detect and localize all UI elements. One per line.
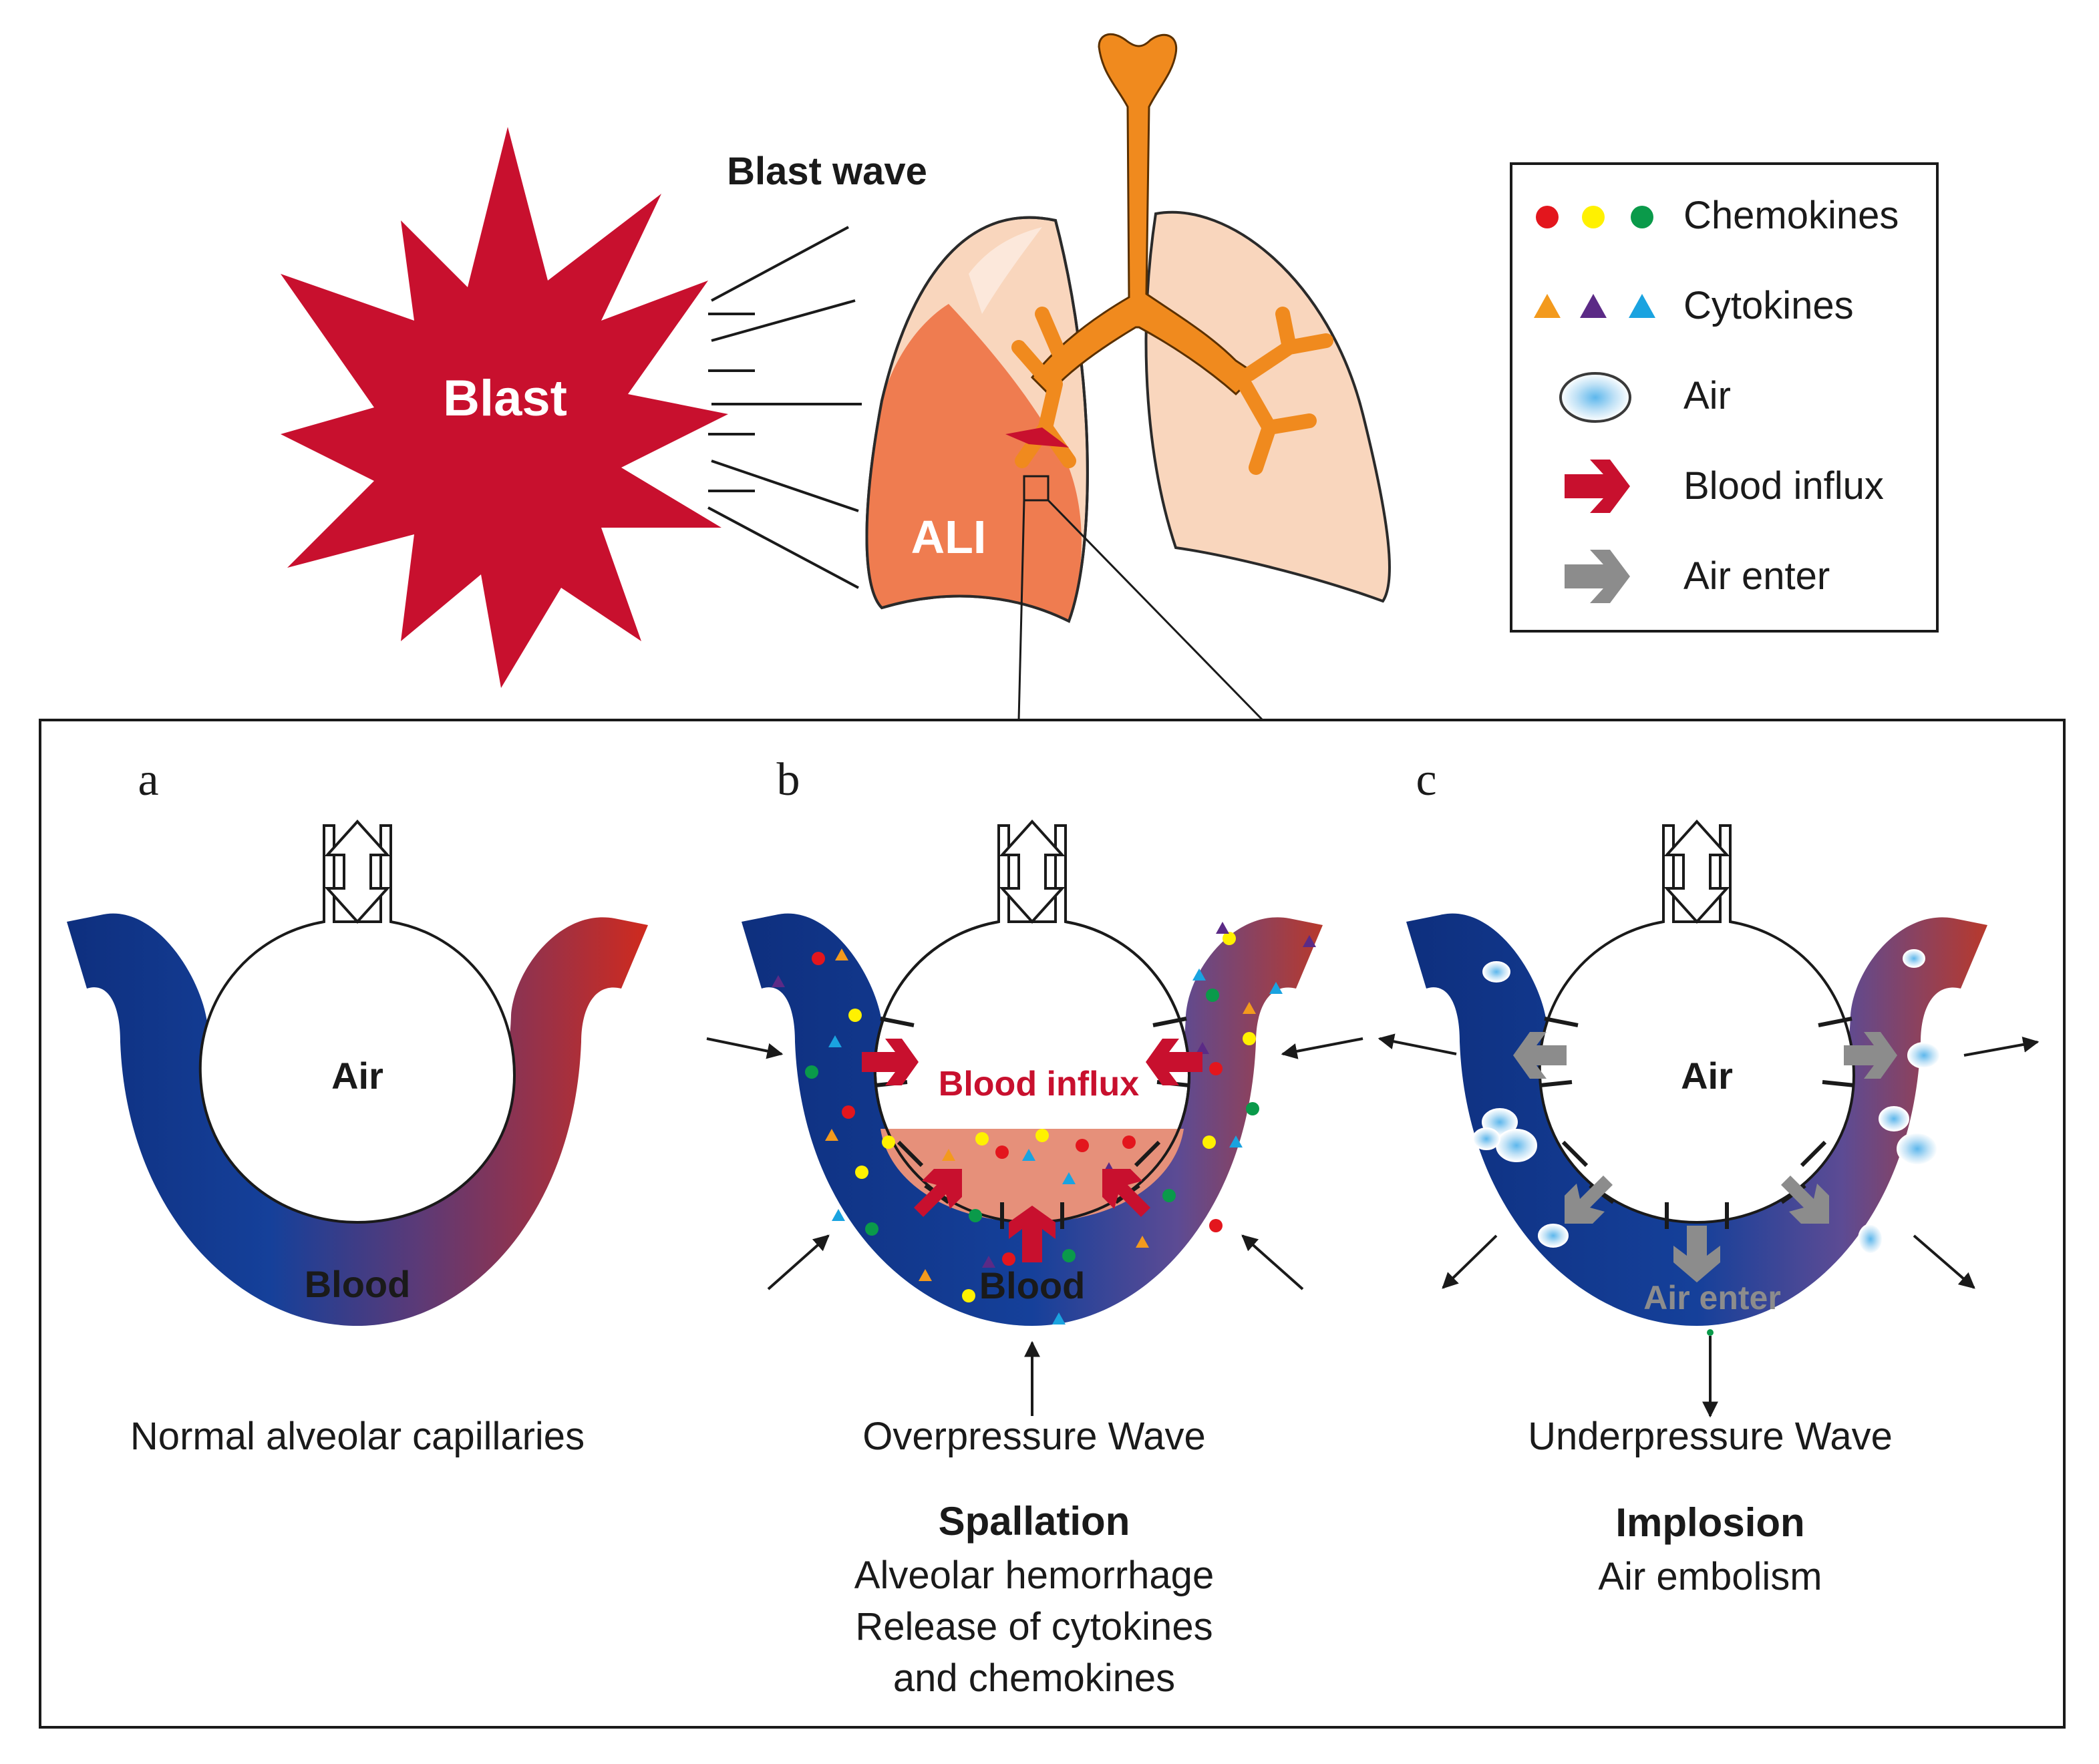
panel-b-blood-influx-label: Blood influx [939,1065,1139,1103]
legend-air-enter-label: Air enter [1683,554,1830,598]
underpressure-arrows [1378,1033,2040,1418]
panel-b-desc-line: and chemokines [893,1656,1175,1700]
panel-c-caption: Underpressure Wave [1528,1415,1893,1458]
trachea [1031,33,1258,396]
panel-c-air-label: Air [1681,1055,1733,1097]
airflow-double-arrow-c [1663,820,1730,924]
legend-cytokines-icon [1534,294,1655,318]
gray-arrow-icon [1565,550,1630,603]
panel-b-desc-line: Release of cytokines [855,1605,1213,1648]
capillary-vessel-c [1406,913,1987,1326]
panel-c-desc-line: Air embolism [1598,1555,1822,1598]
airflow-double-arrow-b [999,820,1066,924]
legend-chemokines-icon [1536,206,1653,228]
panel-b-desc-line: Alveolar hemorrhage [854,1554,1214,1597]
alveolus-a [198,824,516,1224]
overpressure-arrows [706,1037,1363,1416]
panel-a-caption: Normal alveolar capillaries [130,1415,585,1458]
cytokine-particles [772,922,1316,1325]
capillary-vessel-b [742,913,1323,1326]
panel-c-title: Implosion [1615,1500,1804,1545]
panel-b-blood-label: Blood [979,1264,1086,1306]
lungs-illustration: ALI [865,33,1391,721]
red-arrow-icon [1565,460,1630,513]
blast-label: Blast [443,370,567,427]
legend-air-label: Air [1683,374,1731,417]
lung-right [1144,210,1391,603]
blast-starburst: Blast [281,127,728,688]
panel-c-letter: c [1416,754,1436,806]
ali-label: ALI [911,511,987,563]
blast-wave-label: Blast wave [727,150,927,193]
panel-c: c [1378,754,2040,1598]
panel-a-air-label: Air [331,1055,383,1097]
capillary-vessel-a [67,913,648,1326]
legend-chemokines-label: Chemokines [1683,194,1899,237]
panel-c-air-enter-label: Air enter [1643,1279,1781,1316]
legend: Chemokines Cytokines Air Blood influx Ai… [1510,162,1939,633]
air-enter-arrows [1513,1032,1897,1282]
blood-influx-arrows [862,1039,1202,1262]
airflow-double-arrow-a [324,820,391,924]
panel-b-caption: Overpressure Wave [862,1415,1206,1458]
zoom-box [1023,475,1050,502]
air-bubbles-in-vessel [1472,949,1941,1254]
panel-a: a Air Blood Normal alveolar capillaries [67,754,648,1458]
lung-injured-region [866,304,1082,621]
panel-b: b [706,754,1363,1700]
air-bubble-icon [1559,372,1631,423]
panel-a-letter: a [138,754,158,806]
legend-cytokines-label: Cytokines [1683,284,1854,327]
panel-a-blood-label: Blood [305,1263,411,1305]
blast-wave-lines [707,226,862,589]
legend-blood-influx-label: Blood influx [1683,464,1884,508]
chemokine-particles [805,932,1259,1302]
panel-b-letter: b [777,754,800,806]
panel-b-title: Spallation [939,1499,1130,1544]
